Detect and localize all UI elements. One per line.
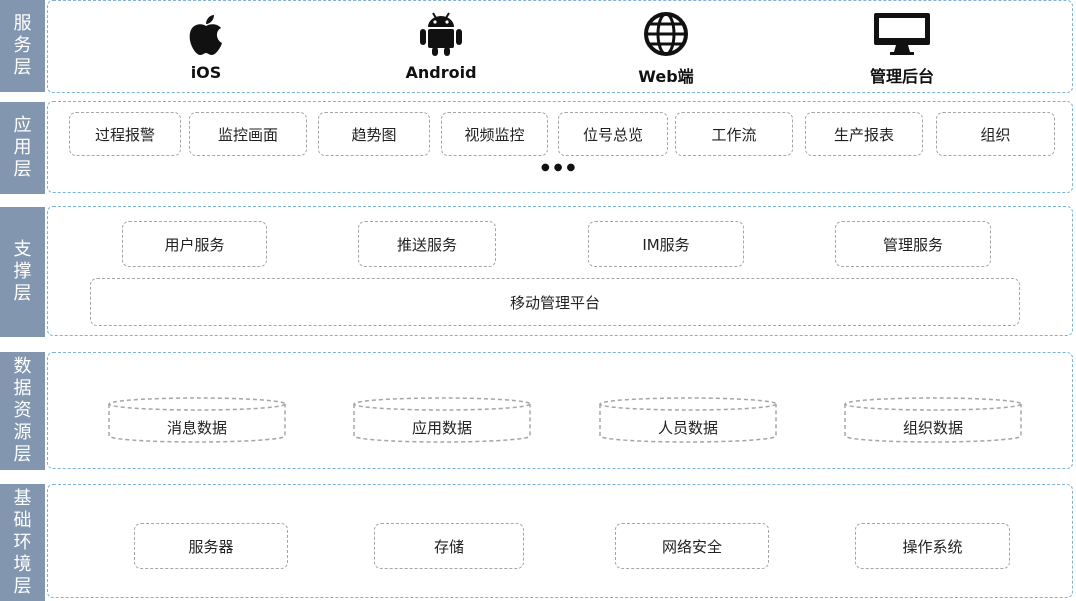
platform-box: 移动管理平台 bbox=[90, 278, 1020, 326]
infra-box-network-security: 网络安全 bbox=[615, 523, 769, 569]
layer-label-application: 应用层 bbox=[0, 102, 45, 194]
app-label-video: 视频监控 bbox=[464, 125, 525, 144]
infra-label-storage: 存储 bbox=[433, 537, 464, 556]
more-indicator: ●●● bbox=[541, 162, 580, 173]
database-icon bbox=[844, 397, 1022, 443]
layer-label-data: 数据资源层 bbox=[0, 352, 45, 470]
support-box-push: 推送服务 bbox=[358, 221, 496, 267]
app-box-process-alarm: 过程报警 bbox=[69, 112, 181, 156]
app-label-report: 生产报表 bbox=[833, 125, 894, 144]
service-layer-frame: iOS Android Web端 bbox=[47, 0, 1073, 93]
database-organization: 组织数据 bbox=[844, 397, 1022, 443]
app-box-video: 视频监控 bbox=[441, 112, 548, 156]
app-label-organization: 组织 bbox=[980, 125, 1011, 144]
data-layer-frame: 消息数据 应用数据 人员数据 组织数据 bbox=[47, 352, 1073, 469]
infra-label-server: 服务器 bbox=[188, 537, 234, 556]
application-layer-frame: 过程报警 监控画面 趋势图 视频监控 位号总览 工作流 生产报表 组织 ●●● bbox=[47, 101, 1073, 193]
service-web: Web端 bbox=[606, 11, 726, 87]
database-label-personnel: 人员数据 bbox=[657, 418, 718, 437]
service-label-ios: iOS bbox=[190, 63, 222, 82]
database-label-message: 消息数据 bbox=[166, 418, 227, 437]
monitor-icon bbox=[874, 13, 930, 55]
infra-label-os: 操作系统 bbox=[902, 537, 963, 556]
database-label-organization: 组织数据 bbox=[902, 418, 963, 437]
support-box-user: 用户服务 bbox=[122, 221, 267, 267]
database-label-application: 应用数据 bbox=[411, 418, 472, 437]
app-box-monitor-screen: 监控画面 bbox=[189, 112, 307, 156]
service-label-admin: 管理后台 bbox=[869, 67, 934, 86]
service-ios: iOS bbox=[146, 11, 266, 82]
app-box-report: 生产报表 bbox=[805, 112, 923, 156]
database-personnel: 人员数据 bbox=[599, 397, 777, 443]
app-box-workflow: 工作流 bbox=[675, 112, 793, 156]
infra-label-network-security: 网络安全 bbox=[661, 537, 722, 556]
infra-box-server: 服务器 bbox=[134, 523, 288, 569]
infra-box-storage: 存储 bbox=[374, 523, 524, 569]
app-label-monitor-screen: 监控画面 bbox=[217, 125, 278, 144]
database-icon bbox=[353, 397, 531, 443]
layer-label-infra: 基础环境层 bbox=[0, 484, 45, 601]
app-label-tag-overview: 位号总览 bbox=[582, 125, 643, 144]
app-box-tag-overview: 位号总览 bbox=[558, 112, 668, 156]
layer-title-application: 应用层 bbox=[13, 115, 32, 180]
globe-icon bbox=[644, 12, 688, 56]
android-icon bbox=[420, 12, 462, 56]
support-label-im: IM服务 bbox=[642, 235, 690, 254]
infra-box-os: 操作系统 bbox=[855, 523, 1010, 569]
database-message: 消息数据 bbox=[108, 397, 286, 443]
infra-layer-frame: 服务器 存储 网络安全 操作系统 bbox=[47, 484, 1073, 598]
app-label-workflow: 工作流 bbox=[711, 125, 757, 144]
support-label-push: 推送服务 bbox=[396, 235, 457, 254]
layer-label-support: 支撑层 bbox=[0, 207, 45, 337]
app-box-organization: 组织 bbox=[936, 112, 1055, 156]
database-icon bbox=[599, 397, 777, 443]
platform-label: 移动管理平台 bbox=[509, 293, 600, 312]
app-label-process-alarm: 过程报警 bbox=[94, 125, 155, 144]
support-box-admin: 管理服务 bbox=[835, 221, 991, 267]
support-label-user: 用户服务 bbox=[164, 235, 225, 254]
app-box-trend: 趋势图 bbox=[318, 112, 430, 156]
app-label-trend: 趋势图 bbox=[351, 125, 397, 144]
service-android: Android bbox=[381, 11, 501, 82]
service-label-web: Web端 bbox=[638, 67, 694, 86]
layer-title-service: 服务层 bbox=[13, 13, 32, 78]
support-box-im: IM服务 bbox=[588, 221, 744, 267]
service-label-android: Android bbox=[405, 63, 477, 82]
layer-title-support: 支撑层 bbox=[13, 239, 32, 304]
layer-label-service: 服务层 bbox=[0, 0, 45, 92]
support-layer-frame: 用户服务 推送服务 IM服务 管理服务 移动管理平台 bbox=[47, 206, 1073, 336]
service-admin: 管理后台 bbox=[842, 11, 962, 87]
database-application: 应用数据 bbox=[353, 397, 531, 443]
support-label-admin: 管理服务 bbox=[882, 235, 943, 254]
layer-title-data: 数据资源层 bbox=[13, 356, 32, 465]
layer-title-infra: 基础环境层 bbox=[13, 487, 32, 597]
apple-icon bbox=[189, 15, 222, 55]
database-icon bbox=[108, 397, 286, 443]
